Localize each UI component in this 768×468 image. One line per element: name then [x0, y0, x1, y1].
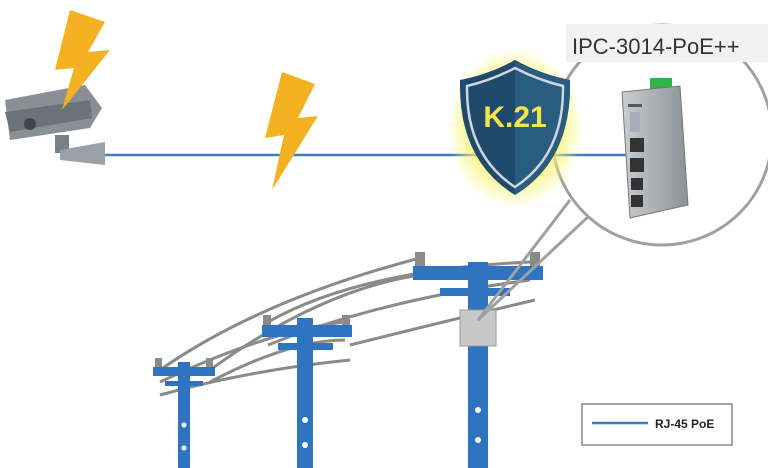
shield-label: K.21: [483, 101, 546, 134]
utility-pole-icon: [413, 252, 543, 468]
utility-pole-icon: [262, 315, 352, 468]
legend-label: RJ-45 PoE: [655, 417, 714, 431]
device-label-bg: [566, 24, 768, 62]
shield-icon: K.21: [447, 48, 583, 208]
utility-pole-icon: [153, 358, 215, 468]
lightning-icon: [265, 72, 318, 190]
surveillance-camera-icon: [5, 85, 105, 165]
poe-switch-icon: [621, 78, 689, 219]
lightning-icon: [55, 10, 110, 110]
device-label: IPC-3014-PoE++: [572, 34, 740, 59]
legend: RJ-45 PoE: [581, 403, 733, 446]
